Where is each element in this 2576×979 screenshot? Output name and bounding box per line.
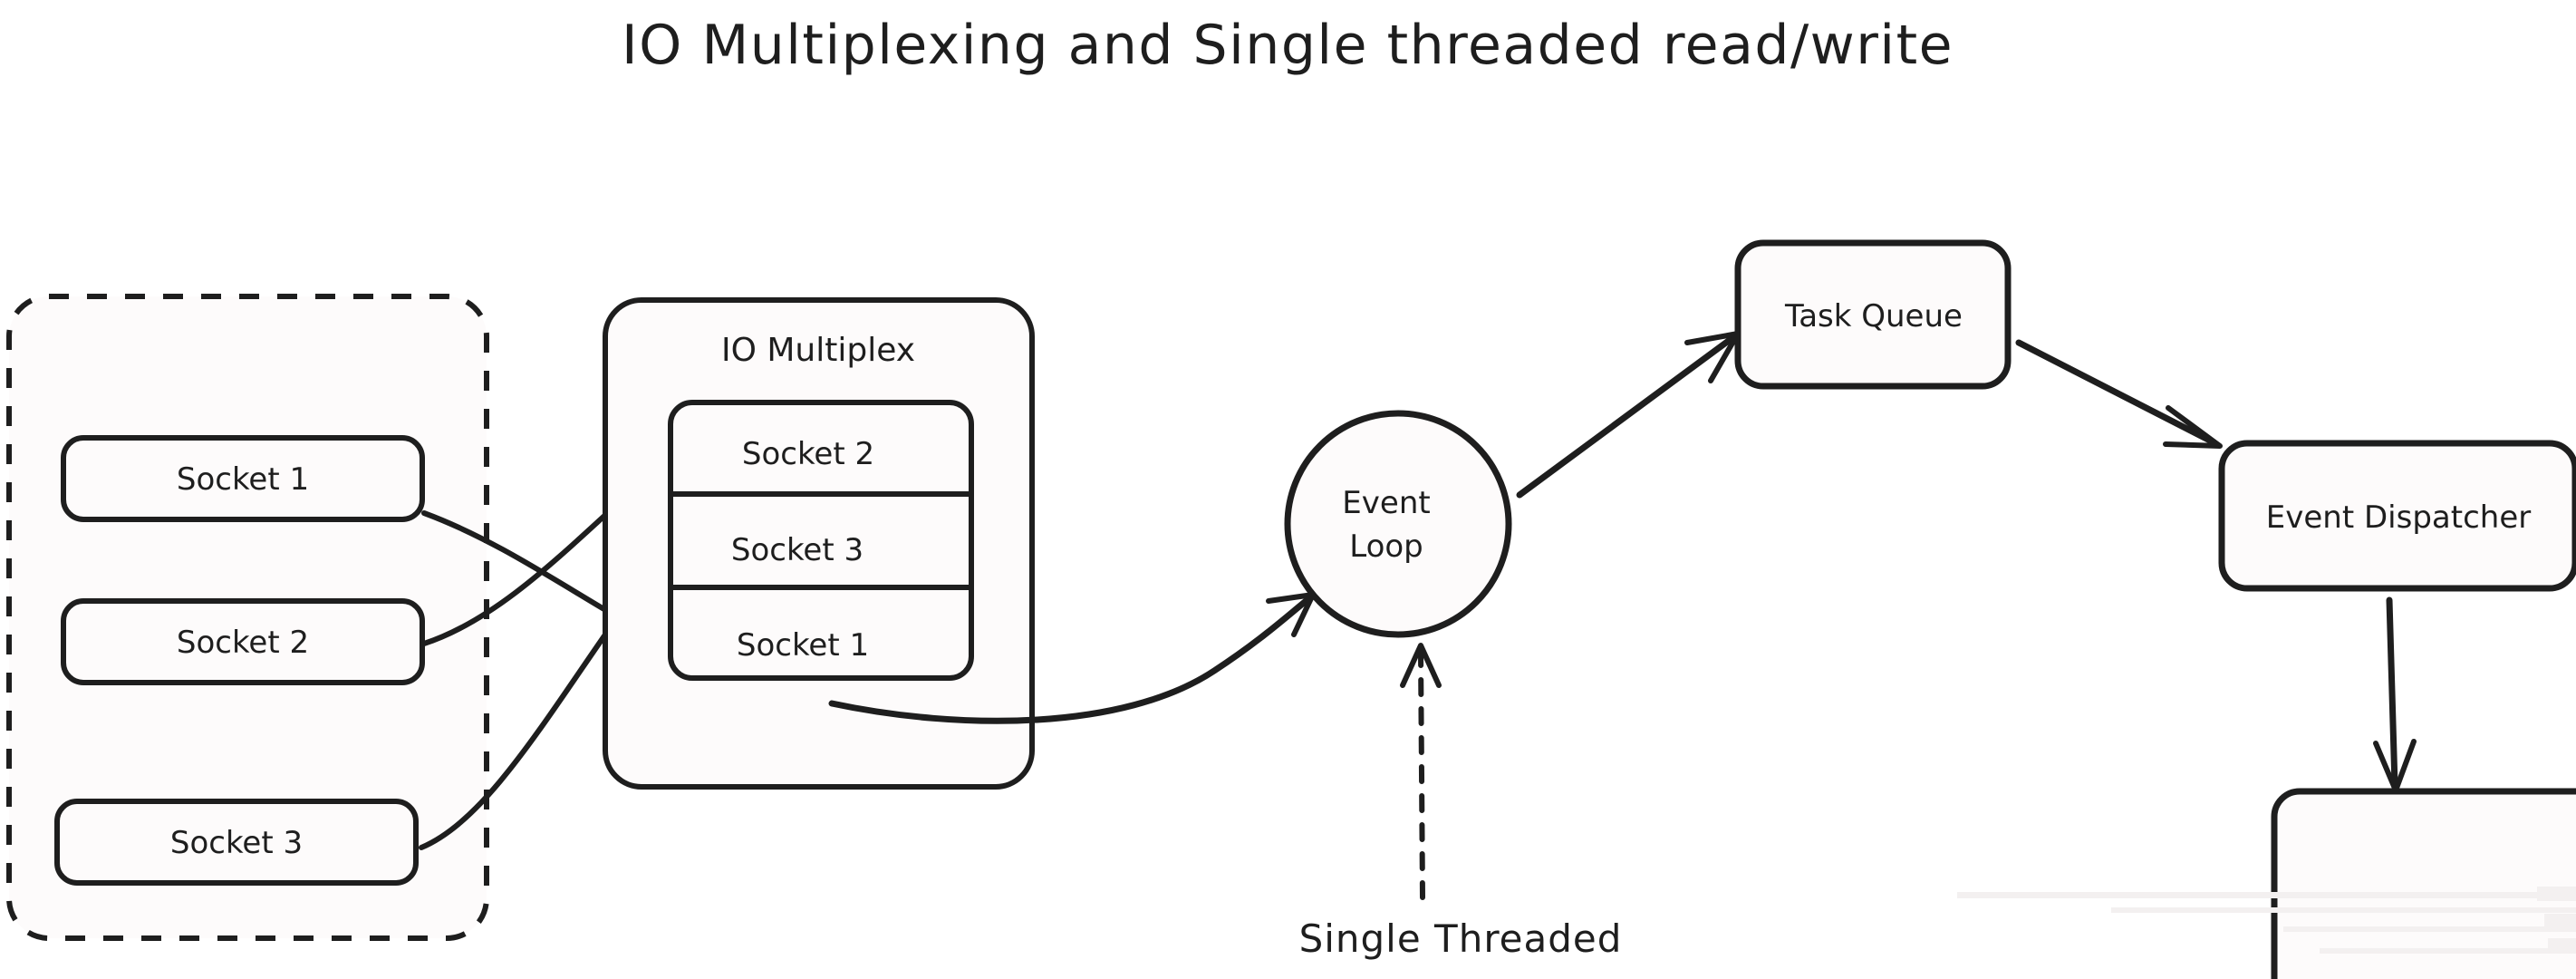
connector-handler-line [2386, 596, 2398, 789]
client-socket-1-label: Socket 1 [177, 461, 309, 498]
artifact-streak-6 [2544, 914, 2576, 926]
io-multiplex-list-rect [668, 400, 974, 681]
connector-eventloop-to-taskqueue [1516, 331, 1741, 499]
single-threaded-label: Single Threaded [1299, 916, 1623, 961]
client-socket-1-box[interactable]: Socket 1 [61, 435, 425, 522]
io-multiplex-row-socket-2[interactable]: Socket 2 [742, 436, 874, 472]
handler-box[interactable] [1957, 788, 2576, 979]
client-socket-3-rect[interactable] [54, 799, 419, 886]
client-socket-2-box[interactable]: Socket 2 [61, 598, 425, 685]
event-loop-label-line2: Loop [1349, 528, 1423, 565]
handler-box-render-artifacts [1957, 887, 2576, 954]
io-multiplex-row-socket-3[interactable]: Socket 3 [731, 532, 863, 568]
task-queue-rect[interactable] [1734, 239, 2012, 390]
handler-box-rect[interactable] [2271, 788, 2576, 979]
io-multiplex-row-socket-1[interactable]: Socket 1 [737, 627, 869, 664]
task-queue-box[interactable]: Task Queue [1734, 239, 2012, 390]
single-threaded-dashed-line [1418, 650, 1425, 900]
io-multiplex-label: IO Multiplex [721, 332, 915, 369]
page-title: IO Multiplexing and Single threaded read… [622, 14, 1954, 77]
client-socket-1-rect[interactable] [61, 435, 425, 522]
io-multiplex-ready-list: Socket 2 Socket 3 Socket 1 [668, 400, 974, 681]
artifact-streak-3 [2283, 926, 2576, 932]
connector-dispatcher-line [2015, 339, 2217, 446]
artifact-streak-5 [2537, 887, 2576, 901]
event-loop-node[interactable]: Event Loop [1284, 410, 1512, 638]
connector-dispatcher-arrowhead [2163, 405, 2223, 449]
artifact-streak-7 [2548, 938, 2576, 951]
client-socket-2-label: Socket 2 [177, 625, 309, 661]
event-dispatcher-box[interactable]: Event Dispatcher [2218, 440, 2576, 592]
event-dispatcher-rect[interactable] [2218, 440, 2576, 592]
event-loop-label-line1: Event [1342, 485, 1430, 521]
artifact-streak-2 [2111, 907, 2576, 913]
connector-taskqueue-line [1516, 334, 1737, 499]
event-loop-circle[interactable] [1284, 410, 1512, 638]
client-socket-3-box[interactable]: Socket 3 [54, 799, 419, 886]
io-multiplex-box[interactable]: IO Multiplex Socket 2 Socket 3 Socket 1 [603, 297, 1035, 790]
connector-dispatcher-to-handler [2373, 596, 2417, 793]
connector-taskqueue-to-dispatcher [2015, 339, 2223, 449]
client-socket-3-label: Socket 3 [170, 825, 303, 861]
connector-multiplex-line [828, 595, 1313, 724]
event-dispatcher-label: Event Dispatcher [2266, 499, 2531, 536]
single-threaded-annotation: Single Threaded [1299, 643, 1623, 961]
task-queue-label: Task Queue [1784, 298, 1963, 334]
single-threaded-arrowhead [1400, 643, 1442, 688]
artifact-streak-4 [2320, 948, 2576, 954]
artifact-streak-1 [1957, 892, 2576, 898]
